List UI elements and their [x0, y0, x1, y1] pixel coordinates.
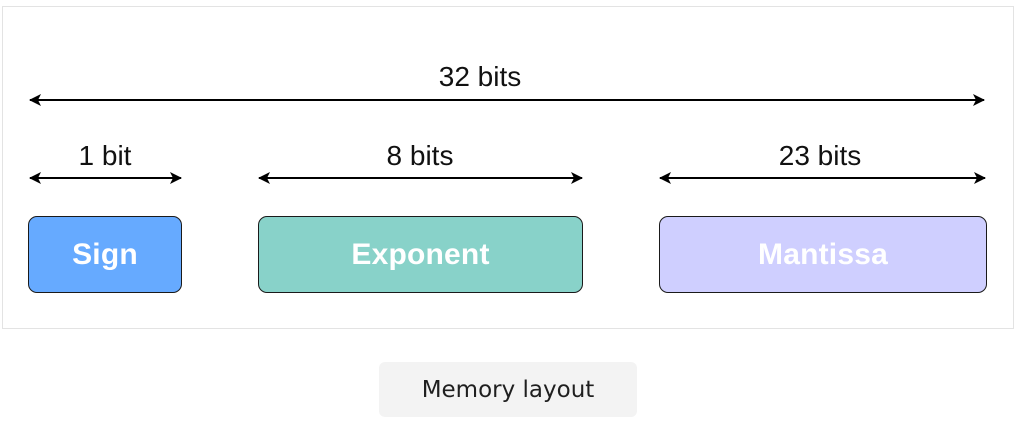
mantissa-width-label: 23 bits	[778, 140, 862, 171]
mantissa-field-label: Mantissa	[758, 237, 888, 271]
total-width-label: 32 bits	[438, 61, 522, 92]
memory-layout-caption: Memory layout	[379, 362, 637, 417]
exponent-field-box: Exponent	[258, 216, 583, 293]
mantissa-field-box: Mantissa	[659, 216, 987, 293]
sign-field-label: Sign	[72, 237, 138, 271]
exponent-width-label: 8 bits	[386, 140, 454, 171]
sign-field-box: Sign	[28, 216, 182, 293]
exponent-field-label: Exponent	[351, 237, 490, 271]
sign-width-label: 1 bit	[78, 140, 132, 171]
